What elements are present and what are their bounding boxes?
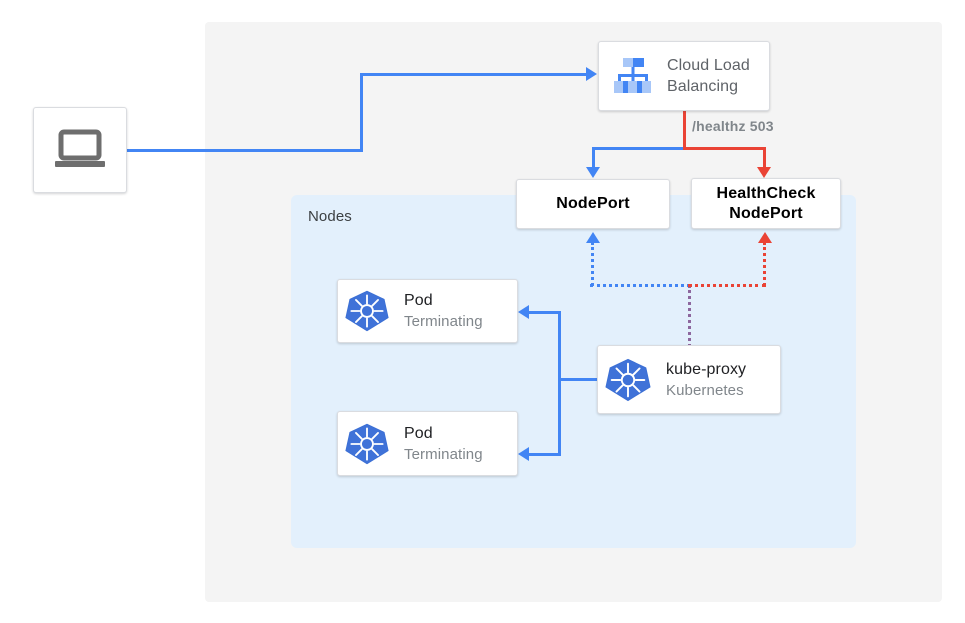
cloud-load-balancing-card[interactable]: Cloud Load Balancing xyxy=(598,41,770,111)
nodeport-label: NodePort xyxy=(556,195,630,212)
kube-proxy-subtitle: Kubernetes xyxy=(666,381,744,399)
arrow-up-icon xyxy=(758,232,772,243)
arrow-left-icon xyxy=(518,305,529,319)
edge-kubeproxy-stem-blue xyxy=(688,285,691,347)
pod-title: Pod xyxy=(404,292,433,309)
edge-kubeproxy-to-nodeport-v xyxy=(591,242,594,286)
arrow-down-icon xyxy=(586,167,600,178)
edge-kubeproxy-to-pod2-h xyxy=(529,453,561,456)
pod-card[interactable]: Pod Terminating xyxy=(337,411,518,476)
edge-kubeproxy-to-healthcheck-v xyxy=(763,242,766,286)
kube-proxy-title: kube-proxy xyxy=(666,360,747,378)
arrow-down-icon xyxy=(757,167,771,178)
kubernetes-icon xyxy=(604,356,652,404)
edge-lb-to-healthcheck-h xyxy=(683,147,766,150)
edge-kubeproxy-to-pod1-h xyxy=(529,311,561,314)
arrow-right-icon xyxy=(586,67,597,81)
healthz-annotation: /healthz 503 xyxy=(692,118,774,134)
edge-lb-to-nodeport-h xyxy=(592,147,685,150)
kubernetes-icon xyxy=(344,288,390,334)
pod-card[interactable]: Pod Terminating xyxy=(337,279,518,343)
nodes-region-label: Nodes xyxy=(308,208,352,225)
edge-kubeproxy-to-nodeport-h xyxy=(590,284,690,287)
kubernetes-icon xyxy=(344,421,390,467)
pod-title: Pod xyxy=(404,424,433,442)
edge-lb-to-nodeport-v xyxy=(592,147,595,169)
laptop-icon xyxy=(52,127,108,173)
edge-client-to-lb-v xyxy=(360,73,363,152)
edge-client-to-lb-h2 xyxy=(360,73,586,76)
edge-lb-down-v xyxy=(683,111,686,149)
nodeport-card[interactable]: NodePort xyxy=(516,179,670,229)
arrow-up-icon xyxy=(586,232,600,243)
edge-client-to-lb-h1 xyxy=(127,149,363,152)
cloud-load-balancing-title-line1: Cloud Load xyxy=(667,57,750,74)
healthcheck-nodeport-label-line1: HealthCheck xyxy=(716,184,816,202)
kube-proxy-card[interactable]: kube-proxy Kubernetes xyxy=(597,345,781,414)
edge-kubeproxy-out-h xyxy=(558,378,599,381)
arrow-left-icon xyxy=(518,447,529,461)
pod-status: Terminating xyxy=(404,445,483,463)
pod-status: Terminating xyxy=(404,313,483,330)
edge-kubeproxy-bracket-v xyxy=(558,311,561,455)
cloud-load-balancing-icon xyxy=(609,54,655,98)
healthcheck-nodeport-label-line2: NodePort xyxy=(729,204,803,222)
healthcheck-nodeport-card[interactable]: HealthCheck NodePort xyxy=(691,178,841,229)
edge-kubeproxy-to-healthcheck-h xyxy=(688,284,766,287)
edge-lb-to-healthcheck-v xyxy=(763,147,766,169)
client-device-card[interactable] xyxy=(33,107,127,193)
cloud-load-balancing-title-line2: Balancing xyxy=(667,78,739,95)
